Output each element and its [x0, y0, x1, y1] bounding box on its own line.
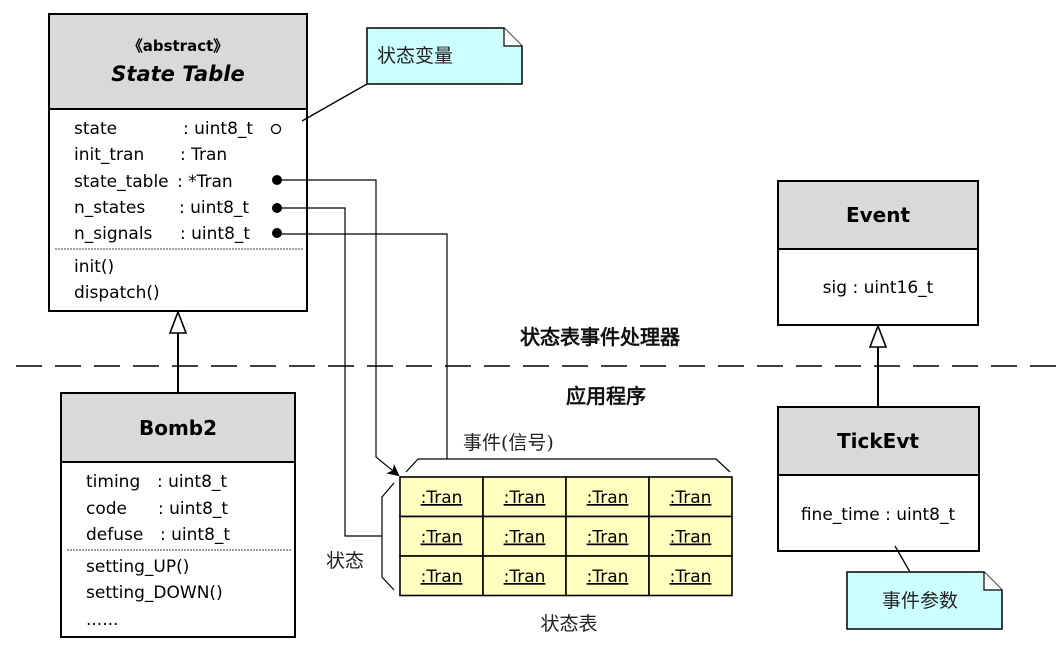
state-table-stereotype: 《abstract》 [128, 37, 229, 55]
state-table-class-name: State Table [111, 62, 244, 86]
attr-name: n_states [74, 198, 145, 218]
tran-cell-label: :Tran [421, 488, 463, 508]
note-text: 事件参数 [882, 590, 958, 612]
attr-type: : *Tran [177, 172, 233, 192]
tran-cell-label: :Tran [670, 567, 712, 587]
tran-cell[interactable] [565, 555, 650, 597]
attr-name: state_table [74, 172, 169, 192]
bomb2-class-name: Bomb2 [139, 416, 217, 440]
tran-cell-label: :Tran [670, 528, 712, 548]
operation: ...... [86, 610, 118, 630]
open-circle-icon [270, 123, 282, 135]
tran-cell[interactable] [399, 555, 484, 597]
filled-circle-icon [272, 203, 282, 213]
tickevt-header [777, 406, 980, 476]
attr-type: : uint8_t [183, 119, 253, 139]
filled-circle-icon [272, 228, 282, 238]
operation: init() [74, 257, 114, 277]
attr-type: : uint8_t [179, 198, 249, 218]
tran-cell-label: :Tran [504, 528, 546, 548]
attr-name: n_signals [74, 224, 153, 244]
attr-name: timing [86, 472, 140, 492]
attr-type: : uint8_t [160, 525, 230, 545]
tickevt-class-name: TickEvt [837, 429, 919, 453]
attr-name: code [86, 499, 127, 519]
states-label: 状态 [326, 550, 364, 572]
tickevt-attribute: fine_time : uint8_t [801, 505, 956, 525]
event-body [777, 248, 979, 326]
tran-cell-label: :Tran [587, 567, 629, 587]
states-brace [381, 482, 395, 591]
tran-cell-label: :Tran [504, 567, 546, 587]
operation: dispatch() [74, 283, 160, 303]
state-table-pointer-connector [282, 179, 400, 477]
state-table-caption: 状态表 [540, 613, 597, 635]
tickevt-body [777, 474, 980, 552]
tran-cell-label: :Tran [504, 488, 546, 508]
tran-cell-label: :Tran [587, 488, 629, 508]
filled-circle-icon [272, 175, 282, 185]
event-class-name: Event [846, 203, 911, 227]
note-fold [503, 28, 522, 47]
note-shape [366, 27, 523, 85]
event-header [777, 180, 979, 250]
bomb2-body [60, 461, 296, 638]
state-table-body [48, 108, 308, 312]
attr-type: : uint8_t [158, 499, 228, 519]
bomb2-inherits-state-table [168, 309, 188, 393]
n-signals-connector [282, 233, 448, 459]
attr-type: : Tran [180, 145, 227, 165]
tickevt-class[interactable]: TickEvt fine_time : uint8_t [777, 406, 980, 552]
bomb2-class[interactable]: Bomb2 timing : uint8_t code : uint8_t de… [60, 392, 296, 638]
note-fold [983, 572, 1002, 591]
event-attribute: sig : uint16_t [823, 278, 934, 298]
state-table-grid: :Tran :Tran :Tran :Tran :Tran :Tran :Tran :Tran… [399, 476, 733, 597]
operation: setting_UP() [86, 557, 189, 577]
attr-type: : uint8_t [157, 472, 227, 492]
tickevt-inherits-event [868, 323, 888, 407]
event-parameter-note: 事件参数 [846, 545, 1003, 630]
upper-layer-label: 状态表事件处理器 [520, 325, 681, 349]
tran-cell[interactable] [482, 515, 567, 557]
attr-name: defuse [86, 525, 143, 545]
note-anchor-line [301, 83, 368, 122]
events-brace [405, 458, 731, 473]
operation: setting_DOWN() [86, 583, 223, 603]
attr-name: state [74, 119, 117, 139]
event-class[interactable]: Event sig : uint16_t [777, 180, 979, 326]
tran-cell-label: :Tran [587, 528, 629, 548]
tran-cell[interactable] [648, 555, 733, 597]
tran-cell-label: :Tran [421, 567, 463, 587]
note-shape [846, 571, 1003, 630]
tran-cell-label: :Tran [670, 488, 712, 508]
state-table-class[interactable]: 《abstract》 State Table state : uint8_t i… [48, 13, 308, 312]
attr-name: init_tran [74, 145, 144, 165]
note-text: 状态变量 [377, 45, 453, 67]
lower-layer-label: 应用程序 [566, 384, 646, 408]
note-anchor-line [894, 545, 911, 573]
events-label: 事件(信号) [463, 432, 554, 454]
n-states-connector [282, 207, 382, 537]
tran-cell[interactable] [399, 476, 484, 518]
tran-cell-label: :Tran [421, 528, 463, 548]
attr-type: : uint8_t [180, 224, 250, 244]
state-variable-note: 状态变量 [301, 27, 523, 122]
